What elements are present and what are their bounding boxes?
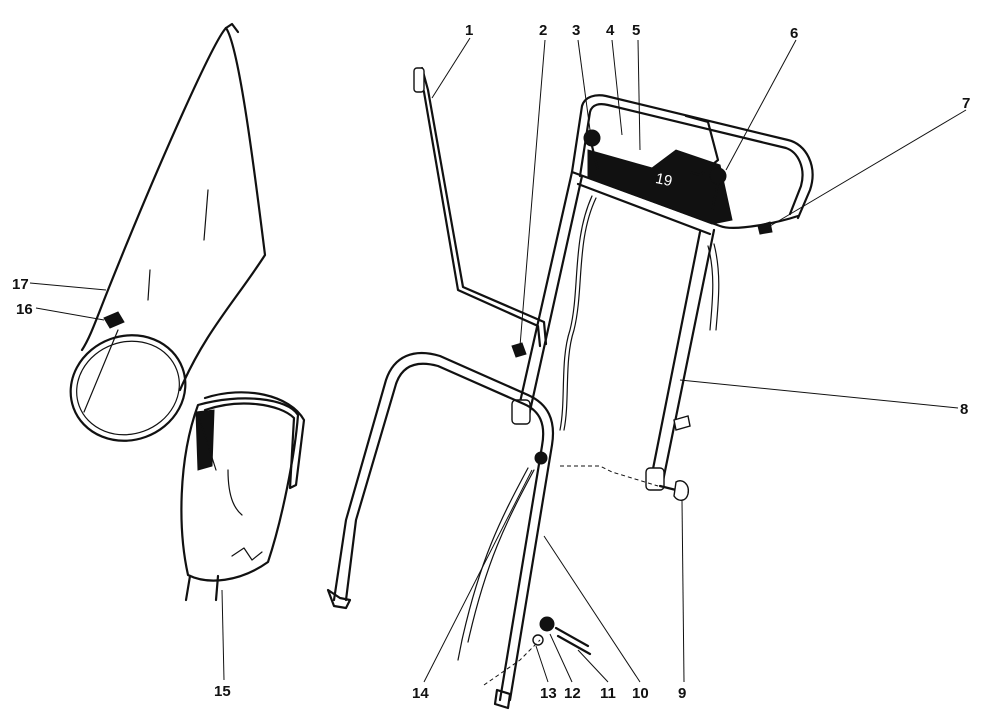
screw-part-7 bbox=[757, 221, 773, 235]
callout-7: 7 bbox=[962, 95, 970, 112]
lower-knob bbox=[534, 451, 548, 465]
grass-bag bbox=[69, 22, 267, 442]
callout-4: 4 bbox=[606, 22, 615, 39]
callout-11: 11 bbox=[600, 685, 616, 702]
plate-number: 19 bbox=[654, 170, 674, 190]
bolt-part-9 bbox=[658, 480, 690, 501]
hardware-parts-11-13 bbox=[483, 616, 592, 686]
clip-part-8 bbox=[673, 415, 691, 431]
rear-deflector bbox=[180, 391, 306, 602]
clip-part-2 bbox=[511, 342, 527, 358]
callout-12: 12 bbox=[564, 685, 581, 702]
nut-part-12 bbox=[539, 616, 555, 632]
callout-14: 14 bbox=[412, 685, 429, 702]
callout-10: 10 bbox=[632, 685, 649, 702]
washer-part-13 bbox=[532, 634, 544, 646]
control-rod bbox=[413, 66, 548, 348]
knob-left bbox=[583, 129, 601, 147]
callout-3: 3 bbox=[572, 22, 580, 39]
callout-15: 15 bbox=[214, 683, 231, 700]
callout-1: 1 bbox=[465, 22, 473, 39]
callout-17: 17 bbox=[12, 276, 29, 293]
callout-numbers: 1 2 3 4 5 6 7 8 9 10 11 12 13 14 15 16 1… bbox=[12, 22, 970, 702]
callout-8: 8 bbox=[960, 401, 968, 418]
leader-lines bbox=[29, 37, 967, 683]
lower-handle bbox=[326, 351, 554, 710]
callout-13: 13 bbox=[540, 685, 557, 702]
callout-16: 16 bbox=[16, 301, 33, 318]
callout-9: 9 bbox=[678, 685, 686, 702]
knob-right bbox=[709, 167, 727, 185]
callout-6: 6 bbox=[790, 25, 798, 42]
callout-5: 5 bbox=[632, 22, 640, 39]
bolt-alignment-line bbox=[560, 465, 659, 487]
callout-2: 2 bbox=[539, 22, 547, 39]
upper-handle: 19 bbox=[511, 94, 814, 491]
